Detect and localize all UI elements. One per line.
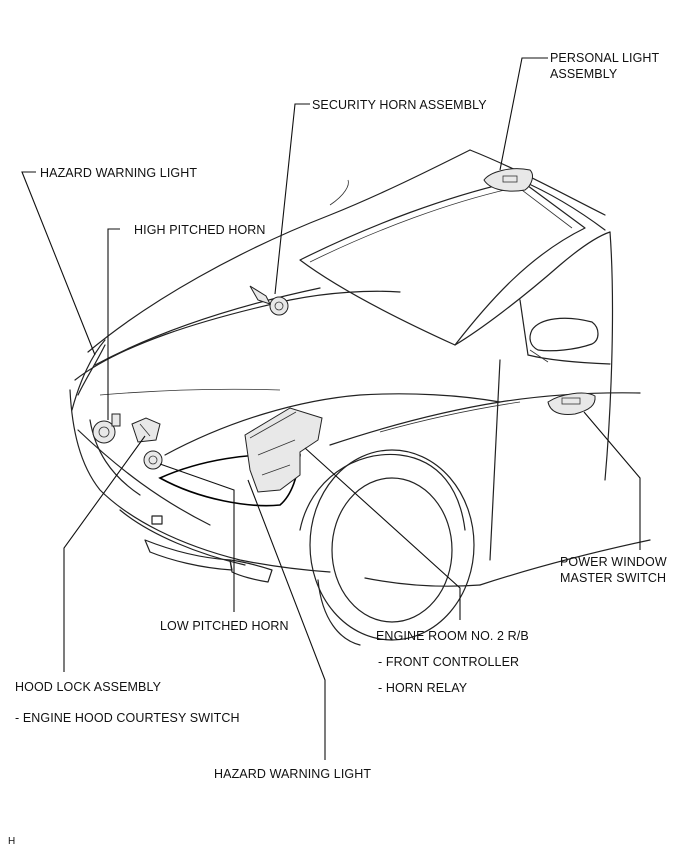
car-body <box>69 149 651 646</box>
engine-room-relay-box-label: ENGINE ROOM NO. 2 R/B <box>376 629 529 643</box>
hood-lock-part <box>131 417 161 443</box>
hood-lock-assembly-label: HOOD LOCK ASSEMBLY <box>15 680 162 694</box>
power-window-label-line1: POWER WINDOW <box>560 555 667 569</box>
personal-light-label-line2: ASSEMBLY <box>550 67 618 81</box>
power-window-master-switch-part <box>547 392 596 415</box>
engine-room-relay-box-part <box>244 407 323 493</box>
engine-hood-courtesy-switch-label: - ENGINE HOOD COURTESY SWITCH <box>15 711 240 725</box>
front-controller-label: - FRONT CONTROLLER <box>378 655 520 669</box>
low-pitched-horn-part <box>143 450 163 470</box>
low-pitched-horn-label: LOW PITCHED HORN <box>160 619 289 633</box>
security-horn-label: SECURITY HORN ASSEMBLY <box>312 98 487 112</box>
personal-light-assembly-part <box>483 168 533 192</box>
hazard-warning-light-bottom-label: HAZARD WARNING LIGHT <box>214 767 372 781</box>
leader-lines <box>21 57 641 760</box>
corner-mark: H <box>8 836 16 847</box>
security-horn-part <box>249 285 289 316</box>
hazard-warning-light-top-label: HAZARD WARNING LIGHT <box>40 166 198 180</box>
high-pitched-horn-part <box>92 413 121 444</box>
high-pitched-horn-label: HIGH PITCHED HORN <box>134 223 266 237</box>
horn-relay-label: - HORN RELAY <box>378 681 468 695</box>
power-window-label-line2: MASTER SWITCH <box>560 571 667 585</box>
personal-light-label-line1: PERSONAL LIGHT <box>550 51 660 65</box>
